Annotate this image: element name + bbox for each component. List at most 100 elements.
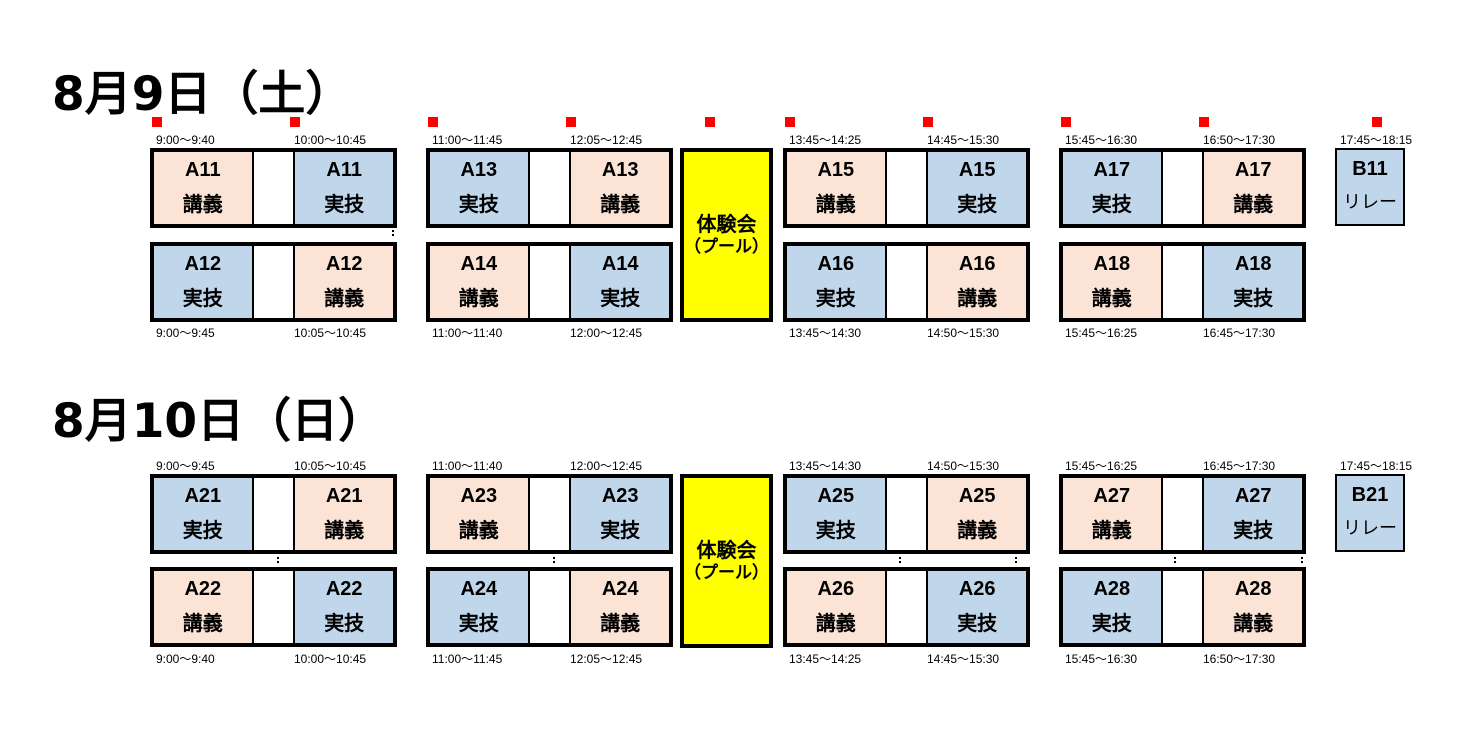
session-cell-left: A12 実技 (154, 246, 252, 318)
time-label-top: 15:45～16:30 (1065, 133, 1138, 147)
session-code: A13 (601, 159, 639, 181)
session-kind: 講義 (458, 286, 499, 310)
relay-code: B11 (1352, 158, 1388, 180)
time-label-bottom: 16:50～17:30 (1203, 652, 1276, 666)
red-marker (290, 117, 300, 127)
dotted-connector (1301, 557, 1303, 565)
session-kind: 実技 (1091, 192, 1132, 216)
session-kind: 講義 (600, 192, 641, 216)
session-kind: 講義 (1091, 286, 1132, 310)
relay-block: B11 リレー (1335, 148, 1405, 226)
pool-title: 体験会 (696, 212, 757, 236)
break-gap (527, 571, 572, 643)
time-label-bottom: 14:45～15:30 (927, 652, 1000, 666)
session-code: A25 (817, 485, 855, 507)
session-kind: 講義 (182, 611, 223, 635)
time-label-bottom: 11:00～11:40 (432, 326, 503, 340)
time-label-bottom: 10:00～10:45 (294, 652, 367, 666)
break-gap (1160, 246, 1205, 318)
session-code: A24 (460, 578, 498, 600)
time-label-top: 14:45～15:30 (927, 133, 1000, 147)
time-label-top: 12:05～12:45 (570, 133, 643, 147)
session-kind: 実技 (1233, 518, 1274, 542)
time-label-top: 9:00～9:40 (156, 133, 215, 147)
pool-subtitle: （プール） (684, 563, 769, 583)
session-code: A27 (1234, 485, 1272, 507)
session-cell-left: A18 講義 (1063, 246, 1161, 318)
session-kind: 実技 (182, 286, 223, 310)
time-label-bottom: 14:50～15:30 (927, 326, 1000, 340)
session-code: A27 (1093, 485, 1131, 507)
time-label-bottom: 12:00～12:45 (570, 326, 643, 340)
break-gap (251, 246, 296, 318)
time-label-top: 9:00～9:45 (156, 459, 215, 473)
session-kind: 講義 (324, 518, 365, 542)
relay-kind: リレー (1343, 192, 1397, 213)
red-marker (1061, 117, 1071, 127)
session-code: A24 (601, 578, 639, 600)
session-cell-left: A25 実技 (787, 478, 885, 550)
session-kind: 講義 (815, 611, 856, 635)
session-cell-right: A21 講義 (295, 478, 393, 550)
session-cell-left: A24 実技 (430, 571, 528, 643)
day-title: 8月10日（日） (52, 394, 386, 449)
red-marker (1199, 117, 1209, 127)
time-label-bottom: 15:45～16:30 (1065, 652, 1138, 666)
session-kind: 実技 (324, 611, 365, 635)
session-kind: 実技 (182, 518, 223, 542)
relay-time-label: 17:45～18:15 (1340, 459, 1413, 473)
session-code: A18 (1093, 253, 1131, 275)
session-kind: 講義 (1233, 192, 1274, 216)
session-kind: 講義 (957, 286, 998, 310)
break-gap (884, 478, 929, 550)
red-marker (785, 117, 795, 127)
session-kind: 実技 (1091, 611, 1132, 635)
break-gap (527, 152, 572, 224)
break-gap (884, 571, 929, 643)
dotted-connector (899, 557, 901, 565)
session-code: A14 (601, 253, 639, 275)
time-label-top: 14:50～15:30 (927, 459, 1000, 473)
session-code: A21 (325, 485, 363, 507)
break-gap (1160, 152, 1205, 224)
dotted-connector (1174, 557, 1176, 565)
relay-code: B21 (1351, 484, 1389, 506)
time-label-top: 13:45～14:30 (789, 459, 862, 473)
session-code: A12 (184, 253, 222, 275)
time-label-bottom: 13:45～14:30 (789, 326, 862, 340)
time-label-bottom: 11:00～11:45 (432, 652, 503, 666)
session-code: A23 (460, 485, 498, 507)
break-gap (527, 246, 572, 318)
session-kind: 実技 (458, 611, 499, 635)
time-label-bottom: 9:00～9:40 (156, 652, 215, 666)
session-kind: 講義 (324, 286, 365, 310)
session-code: A23 (601, 485, 639, 507)
relay-kind: リレー (1343, 518, 1397, 539)
session-kind: 実技 (815, 518, 856, 542)
time-label-top: 15:45～16:25 (1065, 459, 1138, 473)
